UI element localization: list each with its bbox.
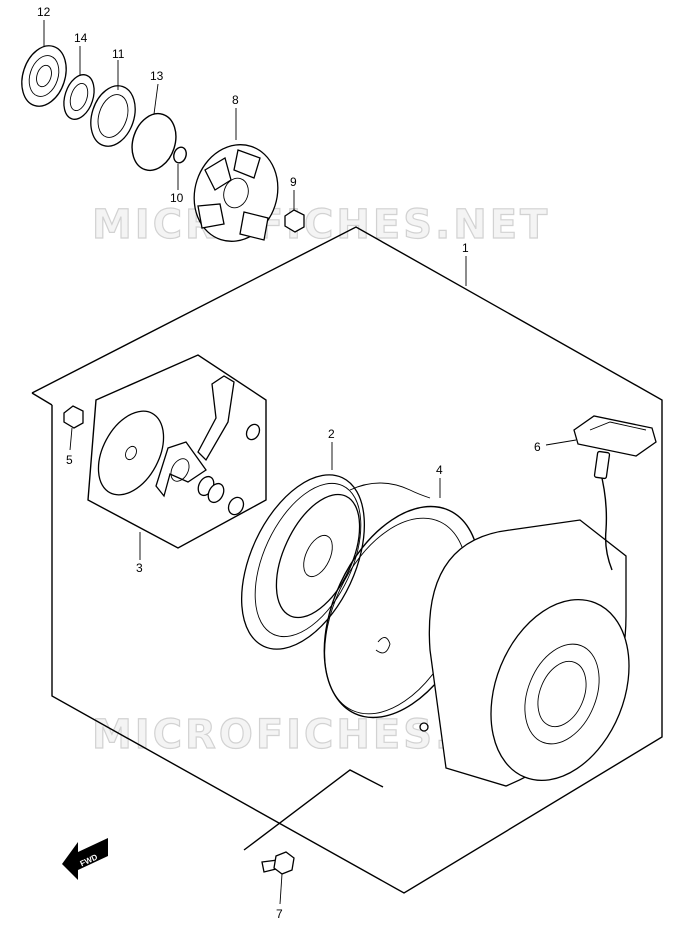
- friction-plate: [97, 410, 165, 496]
- watermark-top: MICROFICHES.NET: [92, 202, 550, 248]
- callout-10: 10: [170, 191, 184, 205]
- callout-1: 1: [462, 241, 469, 255]
- callout-2: 2: [328, 427, 335, 441]
- fwd-arrow-icon: FWD: [62, 838, 108, 880]
- drive-cup-8: [193, 144, 279, 242]
- callout-13: 13: [150, 69, 164, 83]
- bolt-7: [261, 851, 295, 875]
- callout-6: 6: [534, 440, 541, 454]
- starter-handle-6: [573, 415, 657, 480]
- bolt-bracket: [243, 769, 384, 851]
- starter-rope: [599, 469, 613, 571]
- callout-7: 7: [276, 907, 283, 921]
- callout-8: 8: [232, 93, 239, 107]
- callout-4: 4: [436, 463, 443, 477]
- callout-9: 9: [290, 175, 297, 189]
- callout-5: 5: [66, 453, 73, 467]
- callout-14: 14: [74, 31, 88, 45]
- callout-11: 11: [112, 47, 125, 61]
- recoil-case: [419, 519, 630, 787]
- callout-12: 12: [37, 5, 51, 19]
- sub-assembly-box: [87, 354, 267, 549]
- reel-2: [240, 474, 431, 650]
- bearing-12: [21, 45, 67, 107]
- nut-5: [63, 405, 84, 429]
- o-ring-13: [131, 112, 177, 172]
- seal-11: [90, 85, 136, 147]
- o-ring-10: [173, 146, 187, 164]
- callout-3: 3: [136, 561, 143, 575]
- ratchet-guide: [155, 441, 207, 498]
- seal-14: [63, 74, 95, 120]
- spring-washers: [197, 475, 245, 516]
- ratchet-pawl: [197, 375, 261, 462]
- leader-lines: [43, 20, 577, 905]
- assembly-box: [31, 226, 663, 894]
